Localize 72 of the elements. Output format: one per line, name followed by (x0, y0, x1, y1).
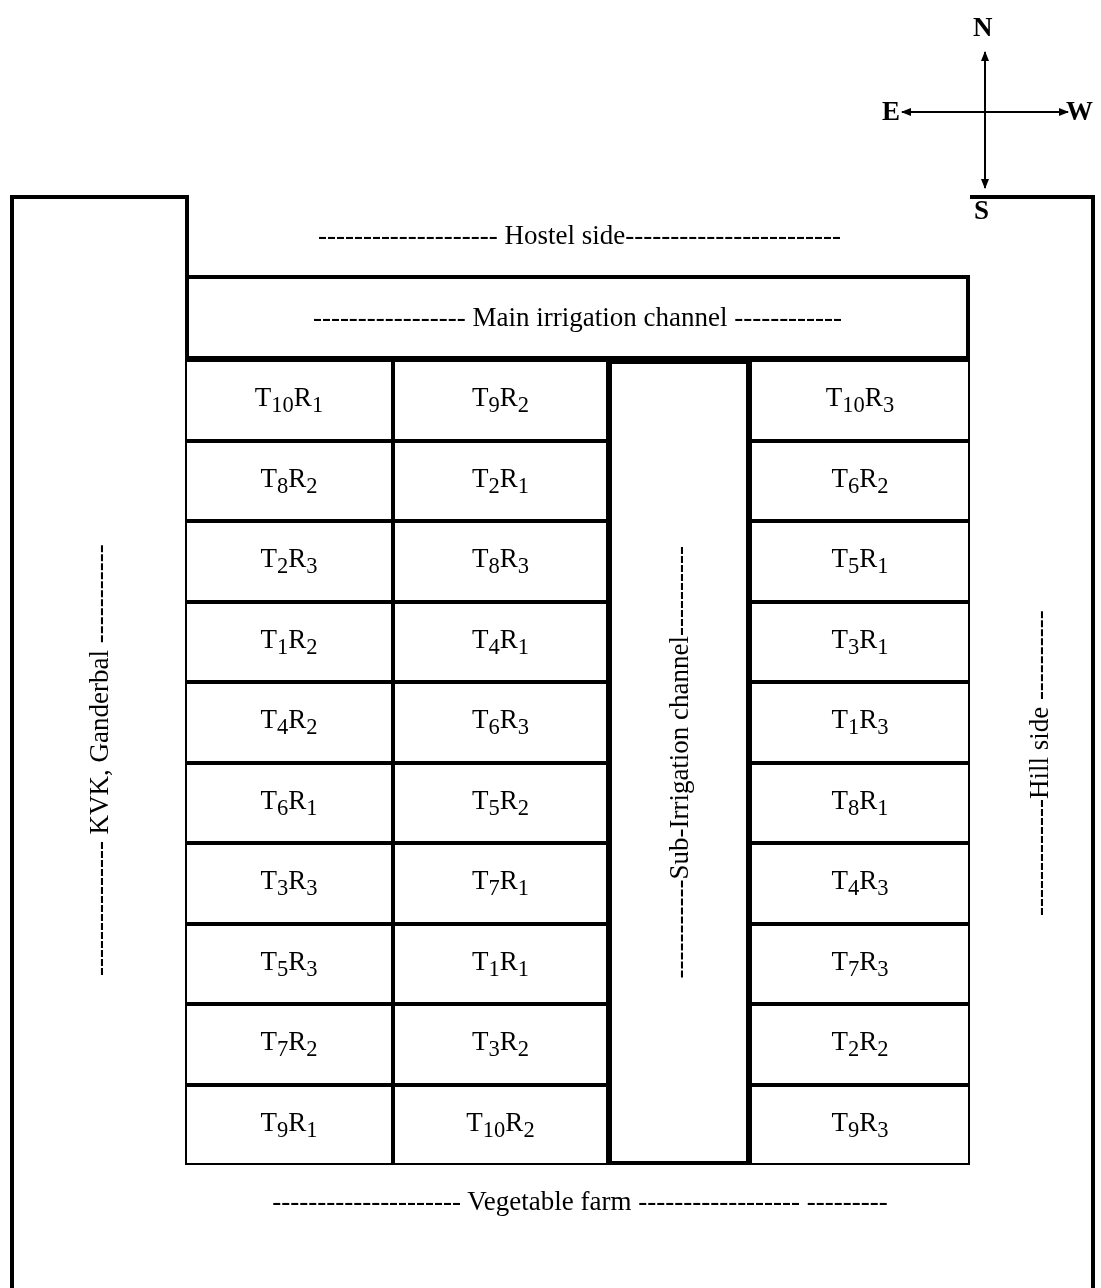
side-label: --------------------- Vegetable farm ------------------ --------- (271, 1185, 889, 1218)
channel-label: -----------Sub-Irrigation channel---------- (663, 546, 695, 979)
plot-cell (185, 762, 393, 843)
plot-cell (750, 762, 970, 843)
plot-cell (393, 923, 608, 1004)
plot-cell (750, 682, 970, 763)
plot-cell (750, 923, 970, 1004)
plot-cell (750, 601, 970, 682)
plot-cell (750, 843, 970, 924)
plot-cell (750, 521, 970, 602)
plot-cell (185, 682, 393, 763)
plot-code: T$_{10}$R$_{1}$ (254, 382, 324, 419)
plot-cell (393, 360, 608, 441)
plot-code: T$_{6}$R$_{2}$ (831, 462, 889, 499)
plot-cell (393, 682, 608, 763)
compass-letter: N (973, 12, 993, 43)
plot-code: T$_{9}$R$_{3}$ (831, 1106, 889, 1143)
plot-cell (185, 521, 393, 602)
side-label: --------------- KVK, Ganderbal ----------- (84, 543, 115, 978)
channel-band (185, 275, 970, 360)
plot-code: T$_{3}$R$_{3}$ (260, 865, 318, 902)
plot-code: T$_{1}$R$_{2}$ (260, 623, 318, 660)
plot-cell (750, 440, 970, 521)
plot-code: T$_{6}$R$_{3}$ (472, 704, 529, 741)
plot-cell (750, 1084, 970, 1165)
plot-cell (393, 1004, 608, 1085)
plot-code: T$_{9}$R$_{2}$ (472, 382, 529, 419)
plot-code: T$_{1}$R$_{3}$ (831, 704, 889, 741)
plot-cell (185, 440, 393, 521)
plot-code: T$_{8}$R$_{3}$ (472, 543, 529, 580)
plot-code: T$_{2}$R$_{1}$ (472, 462, 529, 499)
compass-letter: E (882, 96, 900, 127)
plot-cell (185, 1084, 393, 1165)
plot-code: T$_{7}$R$_{1}$ (472, 865, 529, 902)
plot-code: T$_{3}$R$_{2}$ (472, 1026, 529, 1063)
plot-code: T$_{1}$R$_{1}$ (472, 945, 529, 982)
plot-code: T$_{4}$R$_{1}$ (472, 623, 529, 660)
plot-code: T$_{2}$R$_{3}$ (260, 543, 318, 580)
plot-code: T$_{5}$R$_{2}$ (472, 784, 529, 821)
plot-cell (185, 360, 393, 441)
plot-cell (393, 601, 608, 682)
plot-cell (185, 1004, 393, 1085)
plot-cell (393, 1084, 608, 1165)
compass-letter: S (974, 195, 990, 226)
plot-code: T$_{7}$R$_{2}$ (260, 1026, 318, 1063)
plot-code: T$_{9}$R$_{1}$ (260, 1106, 318, 1143)
plot-code: T$_{6}$R$_{1}$ (260, 784, 318, 821)
channel-strip (608, 360, 750, 1165)
plot-code: T$_{5}$R$_{3}$ (260, 945, 318, 982)
compass-letter: W (1066, 96, 1093, 127)
plot-cell (393, 843, 608, 924)
plot-code: T$_{4}$R$_{2}$ (260, 704, 318, 741)
plot-code: T$_{10}$R$_{2}$ (466, 1106, 535, 1143)
channel-label: ----------------- Main irrigation channel ------------ (312, 302, 843, 333)
side-label: -------------Hill side ---------- (1024, 609, 1055, 918)
plot-code: T$_{7}$R$_{3}$ (831, 945, 889, 982)
plot-code: T$_{8}$R$_{2}$ (260, 462, 318, 499)
plot-cell (393, 521, 608, 602)
plot-cell (185, 601, 393, 682)
plot-code: T$_{10}$R$_{3}$ (825, 382, 895, 419)
plot-code: T$_{3}$R$_{1}$ (831, 623, 889, 660)
plot-cell (185, 923, 393, 1004)
plot-cell (393, 762, 608, 843)
plot-code: T$_{2}$R$_{2}$ (831, 1026, 889, 1063)
plot-cell (750, 1004, 970, 1085)
side-label: -------------------- Hostel side------------------------ (317, 219, 842, 251)
plot-cell (185, 843, 393, 924)
plot-cell (750, 360, 970, 441)
plot-code: T$_{8}$R$_{1}$ (831, 784, 889, 821)
plot-code: T$_{5}$R$_{1}$ (831, 543, 889, 580)
plot-cell (393, 440, 608, 521)
plot-code: T$_{4}$R$_{3}$ (831, 865, 889, 902)
